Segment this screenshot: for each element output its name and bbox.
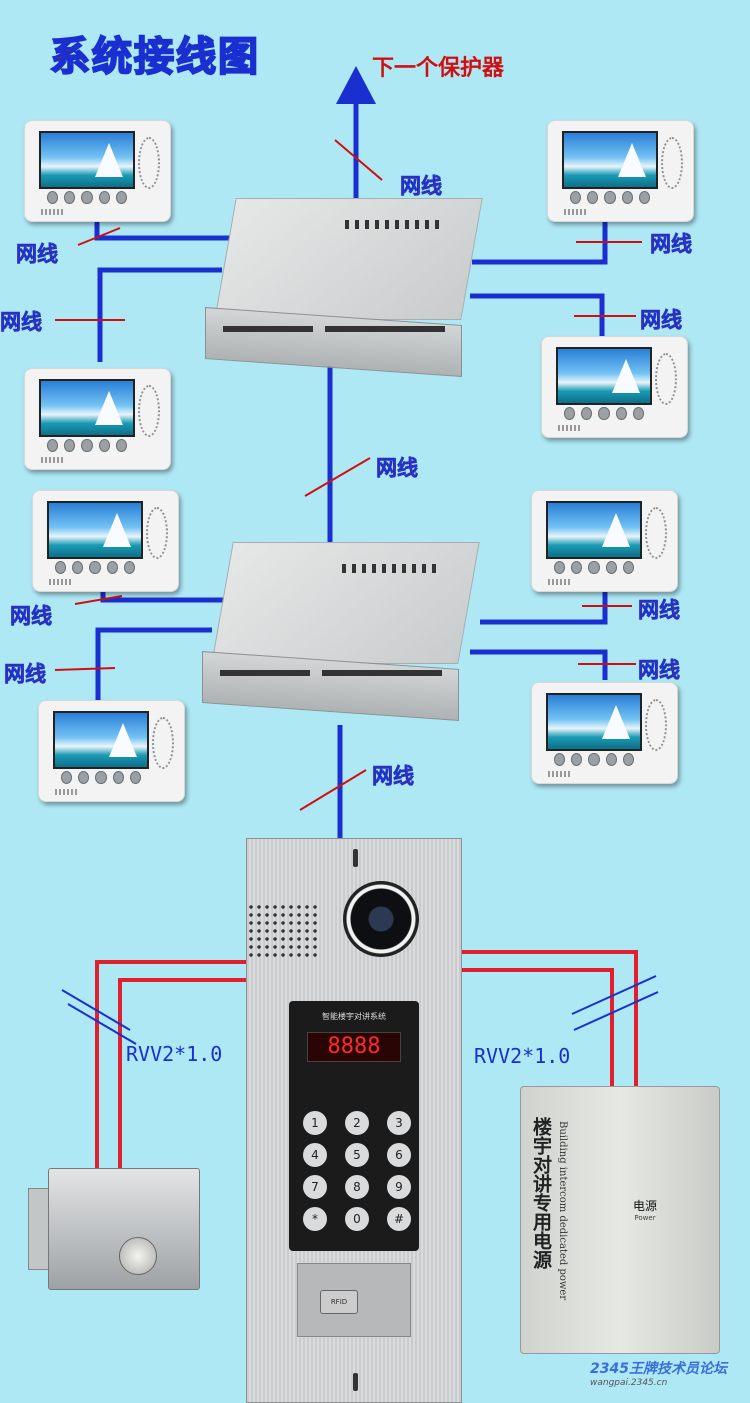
key-button[interactable]: 4: [303, 1143, 327, 1167]
net-label: 网线: [10, 604, 53, 629]
cable-spec-label: RVV2*1.0: [126, 1042, 223, 1066]
key-button[interactable]: 3: [387, 1111, 411, 1135]
net-label: 网线: [638, 658, 681, 683]
electric-lock: [28, 1168, 218, 1292]
power-supply: 楼宇对讲专用电源 Building intercom dedicated pow…: [520, 1086, 720, 1354]
lock-knob: [119, 1237, 157, 1275]
wire-monitor-3: [472, 220, 608, 265]
key-button[interactable]: 6: [387, 1143, 411, 1167]
power-label: 电源 Power: [633, 1199, 658, 1222]
net-label: 网线: [376, 456, 419, 481]
key-button[interactable]: *: [303, 1207, 327, 1231]
led-display: 8888: [307, 1032, 401, 1062]
net-label: 网线: [0, 310, 42, 335]
key-button[interactable]: 1: [303, 1111, 327, 1135]
power-vertical-title: 楼宇对讲专用电源: [530, 1117, 552, 1269]
net-label: 网线: [640, 308, 683, 333]
net-label: 网线: [650, 232, 693, 257]
power-vertical-subtitle: Building intercom dedicated power: [557, 1121, 568, 1301]
wire-monitor-7: [480, 592, 608, 625]
key-button[interactable]: #: [387, 1207, 411, 1231]
key-button[interactable]: 9: [387, 1175, 411, 1199]
net-label: 网线: [400, 174, 443, 199]
net-label: 网线: [638, 598, 681, 623]
diagram-title: 系统接线图: [49, 33, 260, 81]
indoor-monitor: [32, 490, 179, 592]
key-button[interactable]: 2: [345, 1111, 369, 1135]
next-protector-label: 下一个保护器: [372, 56, 505, 81]
wire-monitor-8: [470, 649, 608, 680]
key-button[interactable]: 8: [345, 1175, 369, 1199]
indoor-monitor: [38, 700, 185, 802]
keypad: 智能楼宇对讲系统 8888 1 2 3 4 5 6 7 8 9 * 0 #: [289, 1001, 419, 1251]
indoor-monitor: [24, 120, 171, 222]
net-label: 网线: [4, 662, 47, 687]
net-label: 网线: [372, 764, 415, 789]
network-protector-2: [202, 542, 480, 721]
indoor-monitor: [531, 490, 678, 592]
net-label: 网线: [16, 242, 59, 267]
speaker-grille: [247, 903, 317, 959]
indoor-monitor: [24, 368, 171, 470]
uplink-arrow: [336, 66, 376, 104]
wire-monitor-4: [470, 293, 605, 336]
indoor-monitor: [531, 682, 678, 784]
panel-header: 智能楼宇对讲系统: [322, 1012, 386, 1021]
lock-wire-2: [118, 978, 246, 1170]
key-button[interactable]: 7: [303, 1175, 327, 1199]
power-wire-1: [460, 950, 638, 1090]
door-station-panel: 智能楼宇对讲系统 8888 1 2 3 4 5 6 7 8 9 * 0 # RF…: [246, 838, 462, 1403]
key-button[interactable]: 5: [345, 1143, 369, 1167]
rfid-card-label: RFID: [320, 1290, 358, 1314]
power-wire-2: [460, 968, 614, 1090]
lock-wire-1: [95, 960, 246, 1170]
key-button[interactable]: 0: [345, 1207, 369, 1231]
wire-monitor-6: [95, 627, 212, 700]
indoor-monitor: [547, 120, 694, 222]
wire-monitor-2: [97, 267, 222, 362]
camera-lens: [343, 881, 419, 957]
site-watermark: 2345王牌技术员论坛 wangpai.2345.cn: [590, 1361, 727, 1388]
indoor-monitor: [541, 336, 688, 438]
network-protector-1: [205, 198, 483, 377]
rfid-reader[interactable]: RFID: [297, 1263, 411, 1337]
cable-spec-label: RVV2*1.0: [474, 1044, 571, 1068]
